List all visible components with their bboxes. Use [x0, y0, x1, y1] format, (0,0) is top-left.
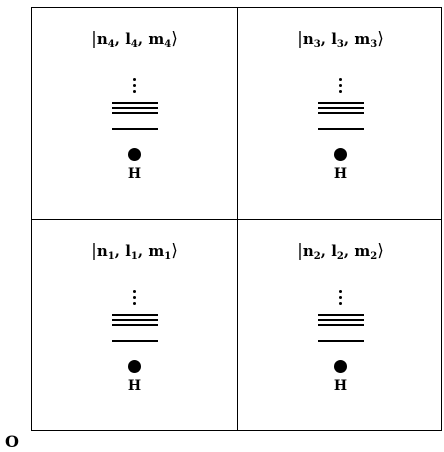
atom-label: H [333, 166, 348, 182]
energy-level-line [111, 102, 158, 104]
ground-level-line [111, 340, 158, 342]
nucleus-dot-icon [127, 360, 141, 373]
nucleus-dot-icon [127, 148, 141, 161]
energy-level-line [111, 314, 158, 316]
vertical-ellipsis-icon [338, 290, 343, 308]
lattice-site-top-left: |n4, l4, m4⟩ H [32, 8, 237, 219]
origin-label: O [5, 432, 19, 451]
ground-level-line [111, 128, 158, 130]
lattice-grid: |n4, l4, m4⟩ H |n3, l3, m3⟩ H |n1, l1, m… [31, 7, 442, 431]
energy-level-diagram: H [311, 290, 371, 400]
vertical-ellipsis-icon [132, 290, 137, 308]
state-ket: |n3, l3, m3⟩ [297, 29, 384, 50]
energy-level-line [317, 102, 364, 104]
atom-label: H [127, 166, 142, 182]
energy-level-line [111, 107, 158, 109]
energy-level-line [111, 112, 158, 114]
state-ket: |n4, l4, m4⟩ [91, 29, 178, 50]
energy-level-diagram: H [105, 78, 165, 188]
vertical-ellipsis-icon [338, 78, 343, 96]
vertical-ellipsis-icon [132, 78, 137, 96]
energy-level-line [317, 314, 364, 316]
ground-level-line [317, 340, 364, 342]
atom-label: H [127, 378, 142, 394]
nucleus-dot-icon [333, 360, 347, 373]
grid-horizontal-divider [32, 219, 441, 220]
energy-level-line [111, 319, 158, 321]
energy-level-line [317, 319, 364, 321]
ground-level-line [317, 128, 364, 130]
lattice-site-bottom-left: |n1, l1, m1⟩ H [32, 220, 237, 431]
energy-level-line [317, 324, 364, 326]
energy-level-line [317, 107, 364, 109]
lattice-site-top-right: |n3, l3, m3⟩ H [238, 8, 443, 219]
lattice-site-bottom-right: |n2, l2, m2⟩ H [238, 220, 443, 431]
energy-level-diagram: H [105, 290, 165, 400]
state-ket: |n2, l2, m2⟩ [297, 241, 384, 262]
state-ket: |n1, l1, m1⟩ [91, 241, 178, 262]
energy-level-line [111, 324, 158, 326]
energy-level-line [317, 112, 364, 114]
nucleus-dot-icon [333, 148, 347, 161]
atom-label: H [333, 378, 348, 394]
energy-level-diagram: H [311, 78, 371, 188]
